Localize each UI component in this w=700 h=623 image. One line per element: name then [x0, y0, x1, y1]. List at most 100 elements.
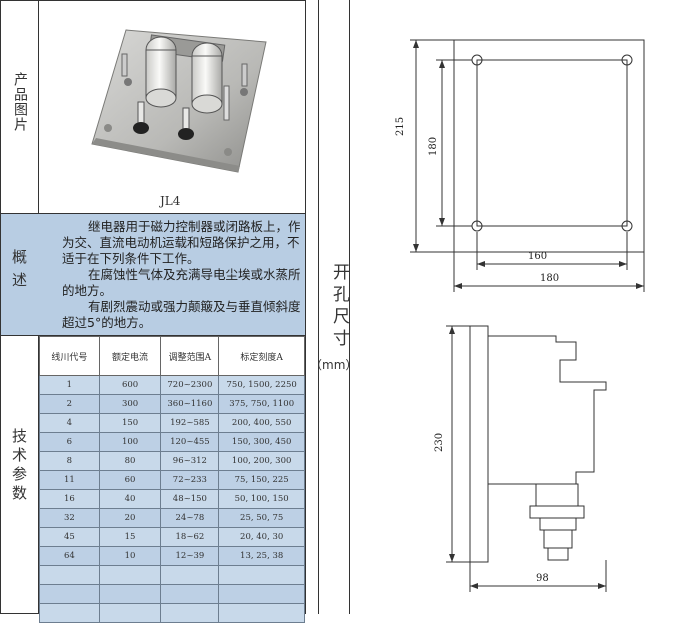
table-row [39, 565, 305, 585]
table-cell: 8 [39, 451, 100, 471]
table-cell [218, 584, 305, 604]
table-cell: 20, 40, 30 [218, 527, 305, 547]
table-cell: 10 [98, 546, 162, 566]
table-cell [160, 584, 220, 604]
front-view-inner [476, 59, 628, 227]
table-cell [98, 584, 162, 604]
table-cell: 1 [39, 375, 100, 395]
table-cell: 12~39 [160, 546, 220, 566]
table-cell: 13, 25, 38 [218, 546, 305, 566]
table-cell: 40 [98, 489, 162, 509]
table-cell: 18~62 [160, 527, 220, 547]
table-cell: 16 [39, 489, 100, 509]
table-cell [218, 565, 305, 585]
table-cell: 11 [39, 470, 100, 490]
table-cell: 45 [39, 527, 100, 547]
table-cell [98, 603, 162, 623]
dim-label-180-horizontal: 180 [540, 273, 560, 284]
table-cell: 750, 1500, 2250 [218, 375, 305, 395]
page-divider [349, 0, 350, 614]
table-cell: 50, 100, 150 [218, 489, 305, 509]
table-cell: 96~312 [160, 451, 220, 471]
table-cell: 6 [39, 432, 100, 452]
table-cell: 100, 200, 300 [218, 451, 305, 471]
overview-paragraph: 有剧烈震动或强力颠簸及与垂直倾斜度超过5°的地方。 [62, 299, 301, 330]
cutout-label: 开孔尺寸 [333, 262, 351, 350]
table-cell: 200, 400, 550 [218, 413, 305, 433]
dim-label-160: 160 [528, 251, 548, 262]
unit-label: （mm） [310, 358, 358, 372]
table-cell: 120~455 [160, 432, 220, 452]
table-cell: 600 [98, 375, 162, 395]
table-cell: 64 [39, 546, 100, 566]
table-cell: 60 [98, 470, 162, 490]
photo-section-label: 产品图片 [12, 72, 28, 132]
table-cell: 48~150 [160, 489, 220, 509]
table-cell [160, 603, 220, 623]
table-cell: 150 [98, 413, 162, 433]
dim-label-230: 230 [434, 432, 445, 452]
table-cell: 15 [98, 527, 162, 547]
dim-label-180-vertical: 180 [428, 136, 439, 156]
table-cell: 75, 150, 225 [218, 470, 305, 490]
mounting-hole-icon [621, 54, 633, 66]
model-caption: JL4 [160, 194, 181, 208]
table-cell: 375, 750, 1100 [218, 394, 305, 414]
table-row [39, 603, 305, 623]
table-cell: 300 [98, 394, 162, 414]
overview-section-label: 概述 [10, 249, 28, 295]
section-divider [0, 213, 306, 214]
table-cell: 25, 50, 75 [218, 508, 305, 528]
table-cell: 32 [39, 508, 100, 528]
relay-photo-icon [91, 29, 267, 173]
table-cell [39, 603, 100, 623]
table-cell: 20 [98, 508, 162, 528]
dimension-drawing [410, 39, 645, 592]
table-cell: 80 [98, 451, 162, 471]
table-cell: 192~585 [160, 413, 220, 433]
table-row [39, 584, 305, 604]
table-cell [218, 603, 305, 623]
overview-panel [1, 214, 305, 335]
table-header-cell: 调整范围A [160, 336, 220, 376]
table-header-cell: 额定电流 [98, 336, 162, 376]
table-header-cell: 线川代号 [39, 336, 100, 376]
table-cell: 100 [98, 432, 162, 452]
table-cell: 360~1160 [160, 394, 220, 414]
overview-paragraph: 继电器用于磁力控制器或闭路板上，作为交、直流电动机运载和短路保护之用，不适于在下… [62, 219, 301, 266]
table-header-row: 线川代号 额定电流 调整范围A 标定刻度A [39, 336, 305, 376]
table-cell: 4 [39, 413, 100, 433]
side-view-panel [469, 325, 489, 563]
table-cell: 720~2300 [160, 375, 220, 395]
table-cell: 2 [39, 394, 100, 414]
overview-paragraph: 在腐蚀性气体及充满导电尘埃或水蒸所的地方。 [62, 267, 301, 298]
table-header-cell: 标定刻度A [218, 336, 305, 376]
table-cell [39, 584, 100, 604]
table-cell [160, 565, 220, 585]
table-cell: 24~78 [160, 508, 220, 528]
table-cell [39, 565, 100, 585]
spec-sheet: 产品图片 概述 技术参数 [0, 0, 306, 623]
dim-label-215: 215 [395, 116, 406, 136]
table-cell: 72~233 [160, 470, 220, 490]
mounting-hole-icon [621, 220, 633, 232]
page-divider [318, 0, 319, 614]
table-cell [98, 565, 162, 585]
front-view-plate [453, 39, 645, 253]
table-cell: 150, 300, 450 [218, 432, 305, 452]
overview-text: 继电器用于磁力控制器或闭路板上，作为交、直流电动机运载和短路保护之用，不适于在下… [62, 219, 304, 331]
section-divider [0, 335, 306, 336]
cutout-label-text: 开孔尺寸 [333, 263, 350, 349]
tech-section-label: 技术参数 [10, 428, 28, 504]
